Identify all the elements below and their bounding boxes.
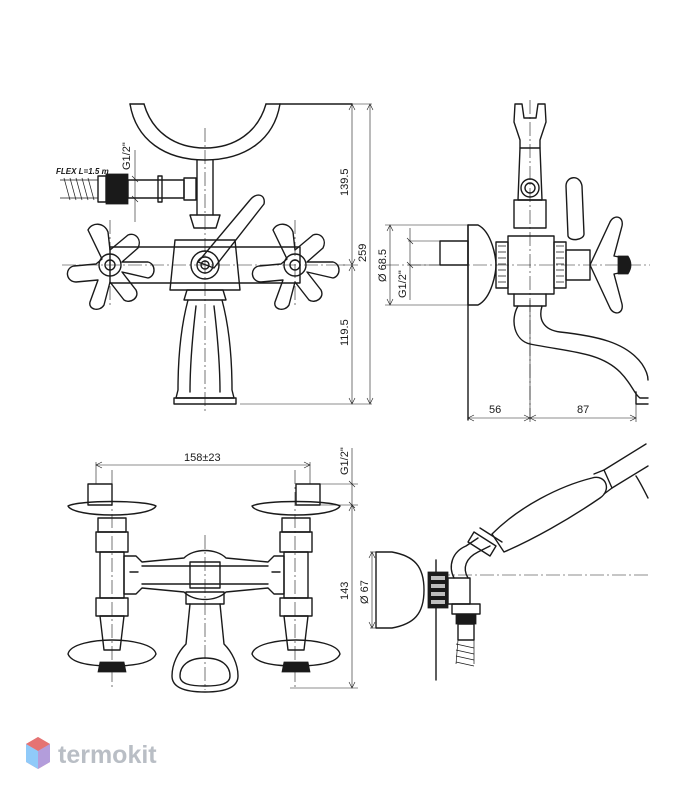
shower-view: Ø 67 bbox=[359, 443, 649, 681]
side-depth-left: 56 bbox=[489, 404, 501, 416]
front-view: FLEX L=1.5 m G1/2" 139.5 bbox=[56, 103, 374, 412]
flex-hose-label: FLEX L=1.5 m bbox=[56, 167, 109, 176]
termokit-logo: termokit bbox=[26, 737, 157, 769]
top-view: 158±23 G1/2" 143 bbox=[67, 447, 358, 693]
dim-upper-height: 139.5 bbox=[339, 168, 351, 196]
dim-body-height: 143 bbox=[339, 582, 351, 600]
side-view: Ø 68.5 G1/2" 56 87 bbox=[377, 100, 650, 422]
side-depth-right: 87 bbox=[577, 404, 589, 416]
dim-total-height: 259 bbox=[357, 244, 369, 262]
dim-lower-height: 119.5 bbox=[339, 319, 351, 346]
shower-diameter-label: Ø 67 bbox=[359, 580, 371, 604]
front-thread-label: G1/2" bbox=[121, 142, 133, 170]
logo-text: termokit bbox=[58, 741, 157, 769]
dim-center-spacing: 158±23 bbox=[184, 452, 221, 464]
side-diameter-label: Ø 68.5 bbox=[377, 249, 389, 282]
side-thread-label: G1/2" bbox=[397, 270, 409, 298]
top-thread-label: G1/2" bbox=[339, 447, 351, 475]
